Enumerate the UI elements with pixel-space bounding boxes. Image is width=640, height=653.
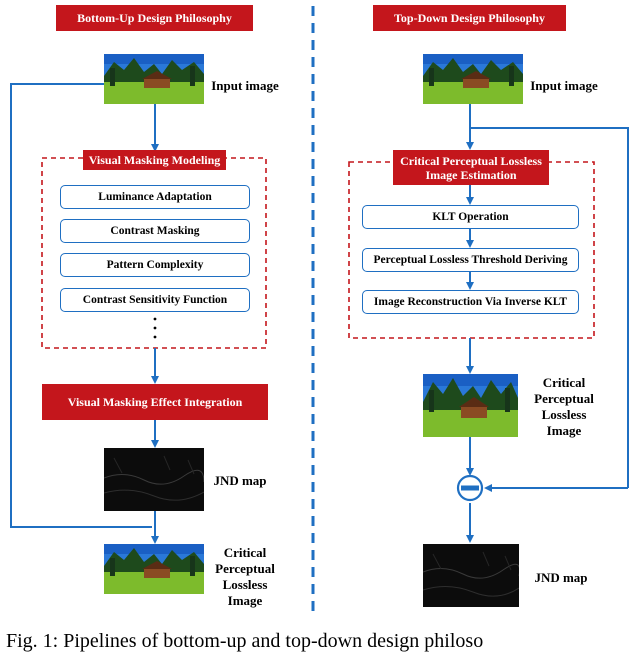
right-output-label: Critical Perceptual Lossless Image xyxy=(534,375,594,438)
left-input-image xyxy=(104,54,204,104)
module-pattern-complexity: Pattern Complexity xyxy=(60,253,250,277)
left-arrow-bypass xyxy=(10,83,152,528)
left-jnd-map-image xyxy=(104,448,204,511)
step-threshold-deriving: Perceptual Lossless Threshold Deriving xyxy=(362,248,579,272)
module-contrast-sensitivity-function: Contrast Sensitivity Function xyxy=(60,288,250,312)
module-luminance-adaptation: Luminance Adaptation xyxy=(60,185,250,209)
right-estimation-title: Critical Perceptual Lossless Image Estim… xyxy=(393,150,549,185)
module-contrast-masking: Contrast Masking xyxy=(60,219,250,243)
left-header: Bottom-Up Design Philosophy xyxy=(56,5,253,31)
right-jnd-label: JND map xyxy=(534,570,588,585)
left-jnd-label: JND map xyxy=(213,473,267,488)
left-output-image xyxy=(104,544,204,594)
right-jnd-map-image xyxy=(423,544,519,607)
left-integration-box: Visual Masking Effect Integration xyxy=(42,384,268,420)
right-output-image xyxy=(423,374,518,437)
right-arrow-bypass xyxy=(470,127,629,488)
right-input-label: Input image xyxy=(530,78,598,93)
step-inverse-klt-reconstruction: Image Reconstruction Via Inverse KLT xyxy=(362,290,579,314)
left-input-label: Input image xyxy=(211,78,279,93)
figure-caption: Fig. 1: Pipelines of bottom-up and top-d… xyxy=(6,630,484,652)
step-klt-operation: KLT Operation xyxy=(362,205,579,229)
right-header: Top-Down Design Philosophy xyxy=(373,5,566,31)
right-estimation-group-border xyxy=(348,161,595,339)
left-modeling-title: Visual Masking Modeling xyxy=(83,150,226,170)
left-output-label: Critical Perceptual Lossless Image xyxy=(215,545,275,608)
right-input-image xyxy=(423,54,523,104)
